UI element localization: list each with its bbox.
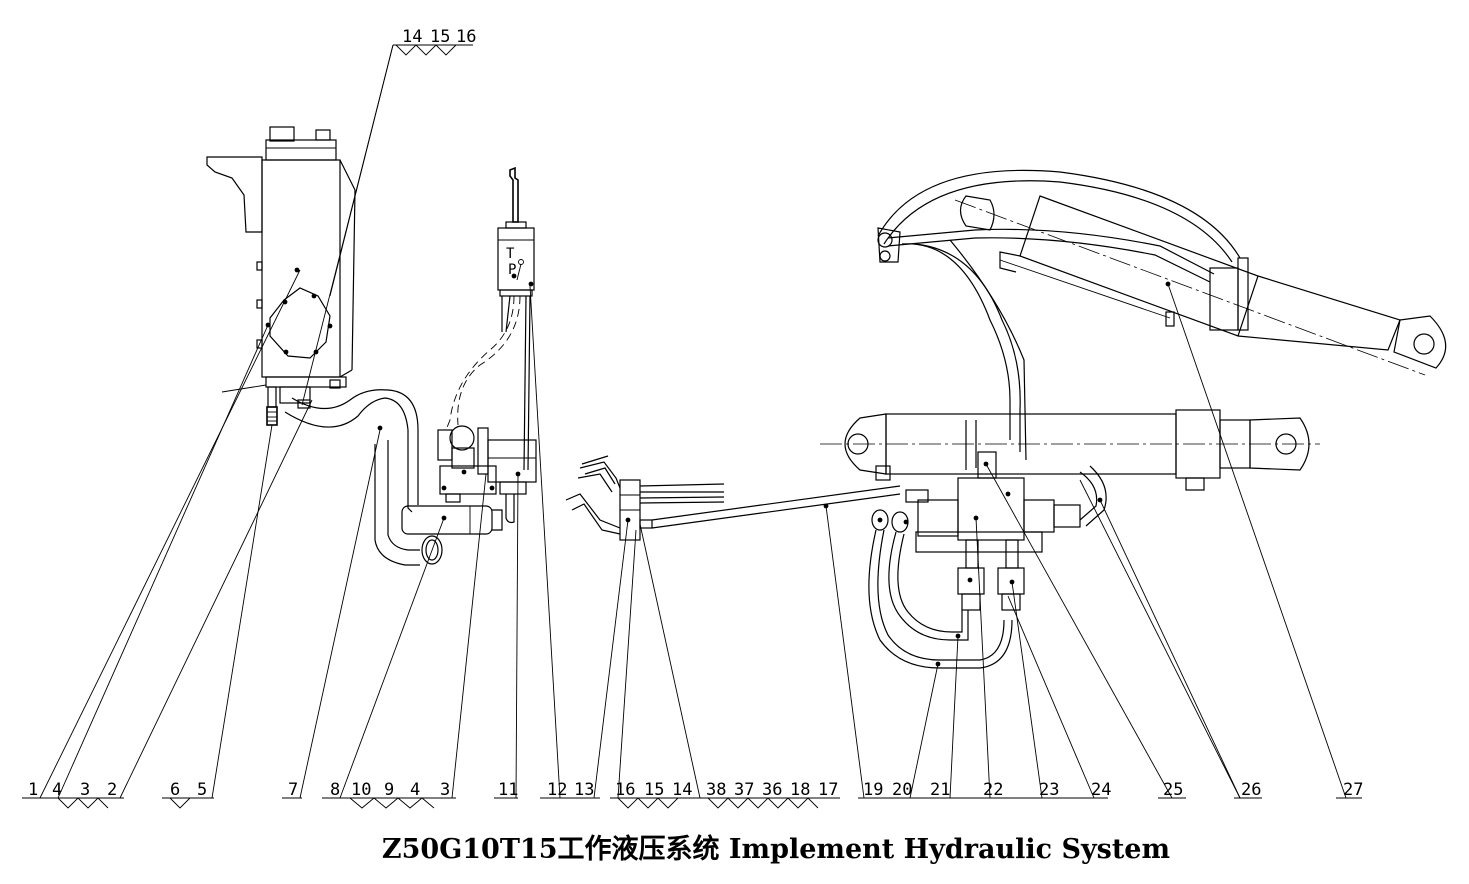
- tilt-cylinder: [954, 195, 1447, 376]
- callout-3b: 3: [440, 780, 450, 800]
- callout-21: 21: [930, 780, 950, 800]
- tilt-hoses: [877, 169, 1241, 470]
- pump-accumulator-group: [437, 425, 537, 524]
- callout-36: 36: [762, 780, 782, 800]
- callout-26: 26: [1241, 780, 1261, 800]
- callout-14-top: 14: [402, 27, 422, 47]
- suction-pipe: [284, 389, 503, 566]
- callout-17: 17: [818, 780, 838, 800]
- callout-11: 11: [498, 780, 518, 800]
- valve-port-t: T: [506, 246, 515, 262]
- callout-labels: 14 15 16 1 4 3 2 6 5 7 8 10 9 4 3 11 12 …: [28, 27, 1363, 800]
- callout-38: 38: [706, 780, 726, 800]
- leader-lines: [22, 44, 1362, 809]
- callout-5: 5: [197, 780, 207, 800]
- callout-10: 10: [351, 780, 371, 800]
- hydraulic-tank: [206, 126, 356, 426]
- callout-19: 19: [863, 780, 883, 800]
- callout-13: 13: [574, 780, 594, 800]
- callout-24: 24: [1091, 780, 1111, 800]
- callout-12: 12: [547, 780, 567, 800]
- callout-9: 9: [384, 780, 394, 800]
- callout-22: 22: [983, 780, 1003, 800]
- callout-8: 8: [330, 780, 340, 800]
- callout-27: 27: [1343, 780, 1363, 800]
- lower-hose-loop: [868, 529, 1025, 669]
- callout-25: 25: [1163, 780, 1183, 800]
- callout-7: 7: [288, 780, 298, 800]
- drawing-title: Z50G10T15工作液压系统 Implement Hydraulic Syst…: [382, 833, 1170, 865]
- callout-37: 37: [734, 780, 754, 800]
- callout-4: 4: [52, 780, 62, 800]
- pilot-control-valve: [445, 166, 535, 471]
- callout-6: 6: [170, 780, 180, 800]
- callout-16: 16: [615, 780, 635, 800]
- hose-bundle-block: [565, 455, 901, 541]
- callout-1: 1: [28, 780, 38, 800]
- callout-20: 20: [892, 780, 912, 800]
- callout-15-top: 15: [430, 27, 450, 47]
- callout-14: 14: [672, 780, 692, 800]
- callout-18: 18: [790, 780, 810, 800]
- callout-16-top: 16: [456, 27, 476, 47]
- valve-port-p: P: [508, 262, 516, 278]
- callout-2: 2: [107, 780, 117, 800]
- callout-23: 23: [1039, 780, 1059, 800]
- callout-4b: 4: [410, 780, 420, 800]
- lift-cylinder: [820, 409, 1320, 491]
- callout-15: 15: [644, 780, 664, 800]
- main-control-valve: [871, 451, 1107, 553]
- callout-3: 3: [80, 780, 90, 800]
